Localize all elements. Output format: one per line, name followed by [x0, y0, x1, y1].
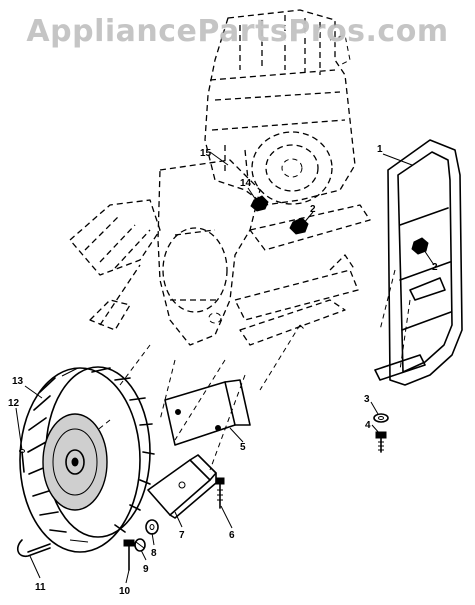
wheel-weight — [147, 454, 217, 519]
mounting-bracket — [164, 379, 251, 446]
callout-1: 1 — [377, 144, 383, 155]
callout-4: 4 — [365, 420, 371, 431]
transmission-housing — [157, 159, 261, 346]
engine-outline — [204, 9, 356, 206]
tire-wheel-assembly — [19, 366, 155, 553]
lock-washer-9 — [134, 538, 146, 552]
callout-2-upper: 2 — [310, 204, 316, 215]
bumper-guard — [374, 139, 463, 386]
bolt-10 — [123, 539, 135, 571]
tiller-tines — [69, 199, 161, 331]
callout-3: 3 — [364, 394, 370, 405]
hex-nut-2-upper — [289, 217, 309, 235]
callout-14: 14 — [240, 178, 252, 189]
callout-8: 8 — [151, 548, 157, 559]
callout-5: 5 — [240, 442, 246, 453]
callout-6: 6 — [229, 530, 235, 541]
callout-9: 9 — [143, 564, 149, 575]
washer-3 — [373, 413, 389, 423]
bolt-4 — [375, 431, 387, 453]
engine-pulley — [251, 131, 333, 205]
callout-7: 7 — [179, 530, 185, 541]
callouts: 1 2 2 3 4 5 6 7 8 9 10 11 12 13 14 15 — [8, 144, 438, 597]
hitch-pin-11 — [16, 539, 51, 558]
callout-12: 12 — [8, 398, 20, 409]
hex-bolt-14 — [250, 195, 269, 212]
washer-8 — [145, 519, 159, 535]
callout-10: 10 — [119, 586, 131, 597]
bolt-6 — [215, 477, 225, 509]
callout-15: 15 — [200, 148, 212, 159]
frame-rails — [234, 204, 371, 346]
callout-13: 13 — [12, 376, 24, 387]
explosion-lines — [59, 269, 411, 471]
leader-lines — [15, 151, 435, 584]
callout-2-right: 2 — [432, 262, 438, 273]
callout-11: 11 — [35, 582, 46, 593]
